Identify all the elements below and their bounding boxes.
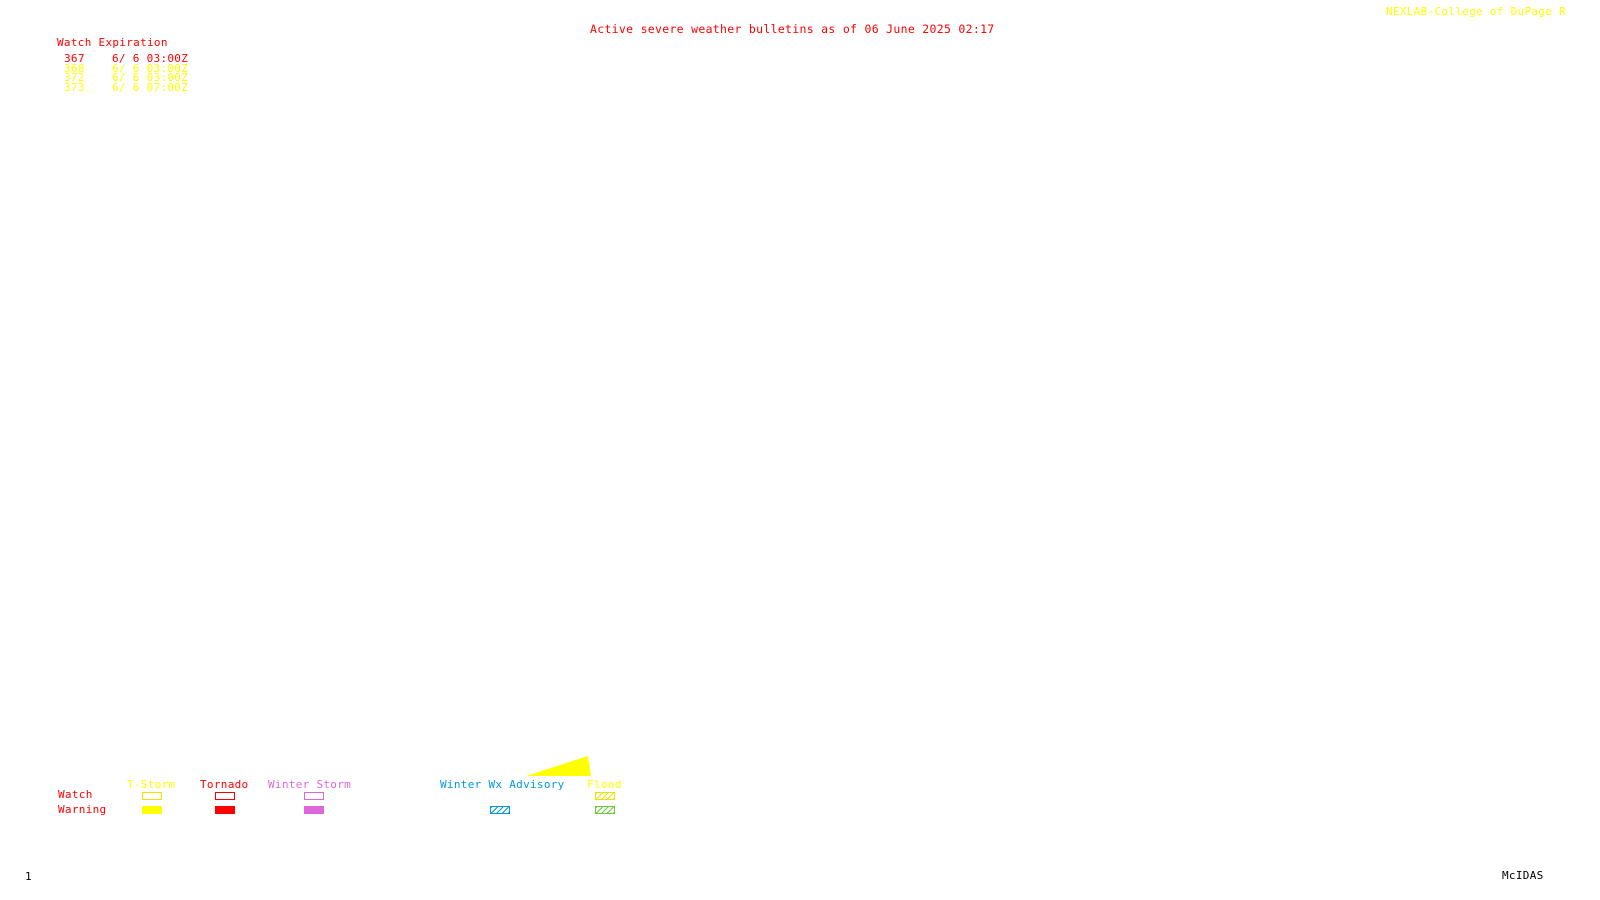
tornado-warning-swatch [215, 806, 235, 814]
flood-watch-swatch [595, 792, 615, 800]
watch-expiration: 6/ 6 07:00Z [112, 81, 189, 94]
legend-flood-label: Flood [587, 778, 622, 791]
frame-number: 1 [25, 870, 32, 883]
watch-expiration: 6/ 6 03:00Z [112, 62, 189, 75]
tstorm-watch-swatch [142, 792, 162, 800]
watch-id: 367 [64, 52, 85, 65]
tornado-watch-swatch [215, 792, 235, 800]
software-label: McIDAS [1502, 869, 1544, 882]
watch-id: 372 [64, 71, 85, 84]
tstorm-warning-swatch [142, 806, 162, 814]
legend-tornado-label: Tornado [200, 778, 249, 791]
watch-expiration: 6/ 6 03:00Z [112, 71, 189, 84]
legend-tstorm-label: T-Storm [127, 778, 176, 791]
bulletin-title: Active severe weather bulletins as of 06… [590, 22, 995, 36]
winter-storm-warning-swatch [304, 806, 324, 814]
credit-label: NEXLAB-College of DuPage R [1386, 5, 1566, 18]
watch-expiration: 6/ 6 03:00Z [112, 52, 189, 65]
winter-wx-advisory-swatch [490, 806, 510, 814]
legend-watch-row-label: Watch [58, 788, 93, 801]
flood-warning-swatch [595, 806, 615, 814]
watch-id: 368 [64, 62, 85, 75]
yellow-wedge-shape [526, 756, 591, 776]
legend-warning-row-label: Warning [58, 803, 107, 816]
legend-winter-storm-label: Winter Storm [268, 778, 352, 791]
legend-winter-wx-advisory-label: Winter Wx Advisory [440, 778, 565, 791]
winter-storm-watch-swatch [304, 792, 324, 800]
watch-table-header: Watch Expiration [57, 36, 168, 49]
watch-id: 373 [64, 81, 85, 94]
